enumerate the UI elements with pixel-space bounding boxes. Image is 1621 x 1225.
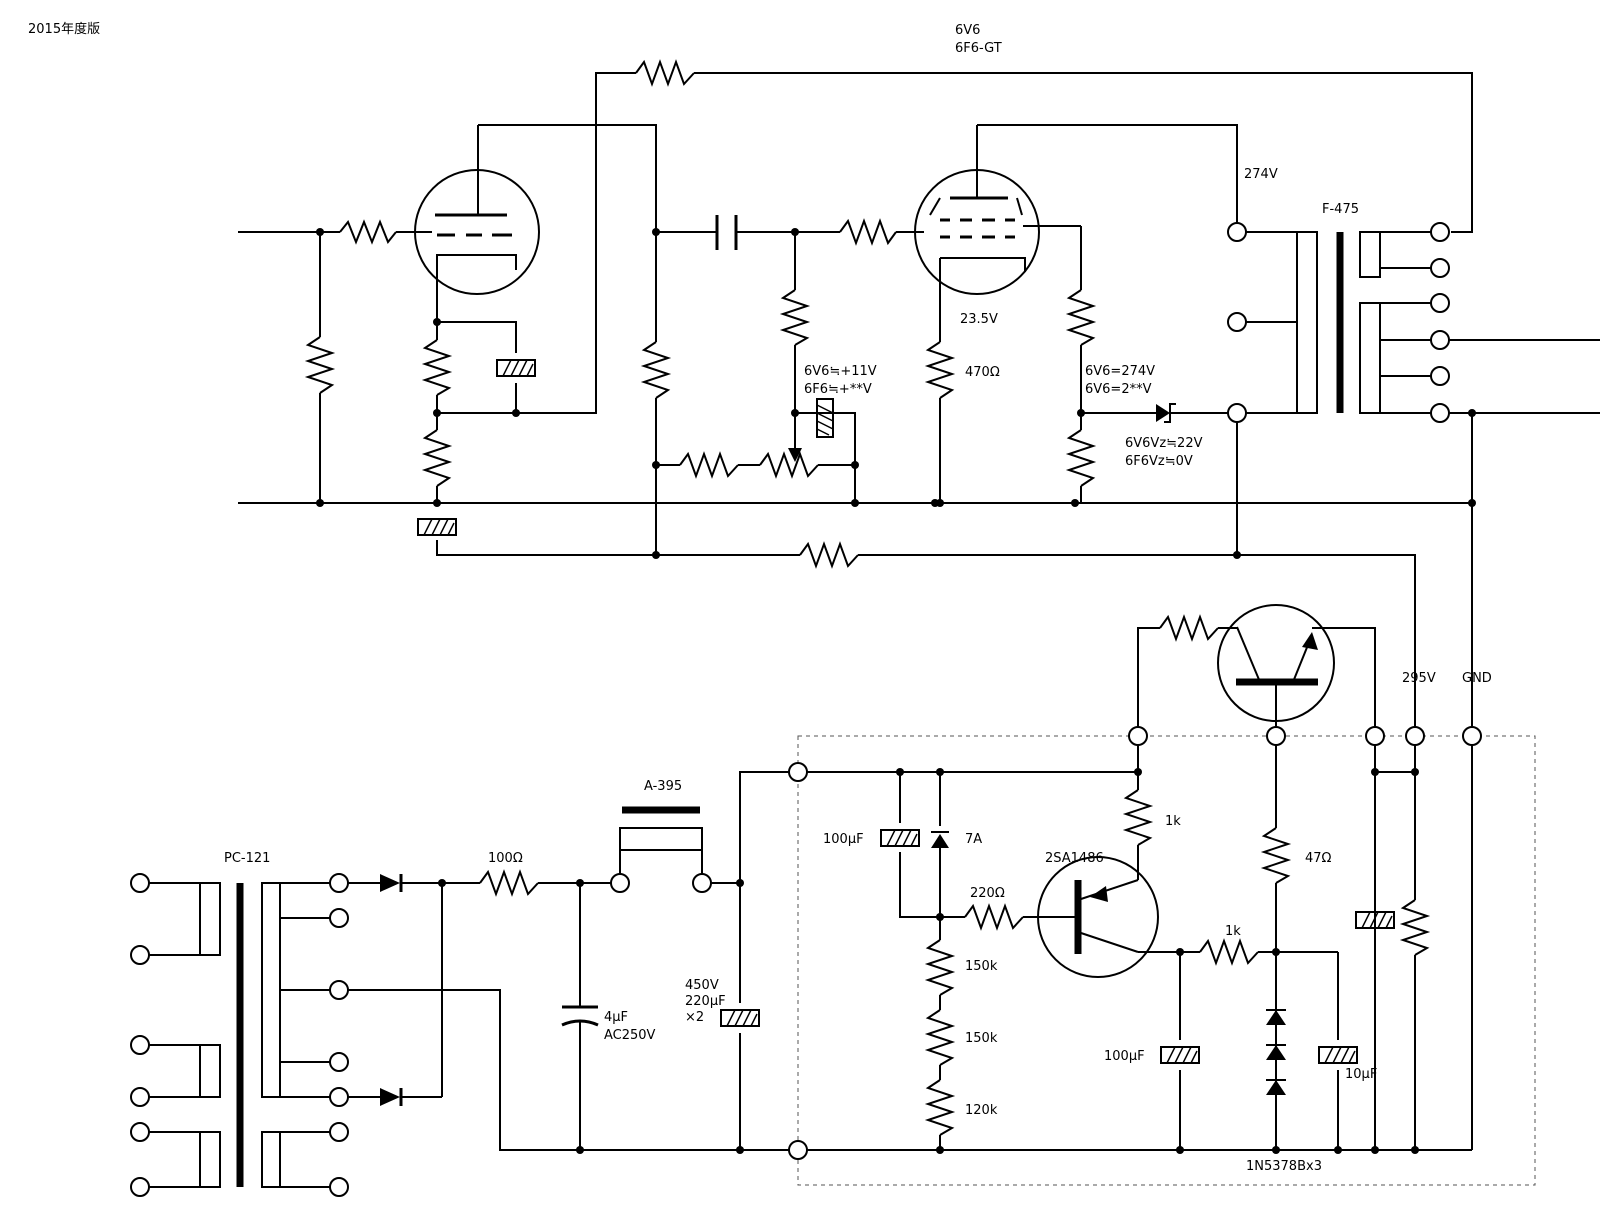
opt-label: F-475 — [1322, 202, 1359, 217]
pass-transistor — [1217, 604, 1335, 727]
screen-voltage-label-2: 6V6=2**V — [1085, 382, 1152, 397]
edition-label: 2015年度版 — [28, 21, 100, 37]
resistor-1k-a — [1122, 789, 1154, 846]
main-cap-capacitance-label: 220μF — [685, 994, 726, 1009]
zener-voltage-label-1: 6V6Vz≒22V — [1125, 436, 1203, 451]
choke-label: A-395 — [644, 779, 682, 794]
decoupling-resistor — [799, 541, 859, 569]
cap-100uf-a — [880, 829, 920, 847]
resistor-47 — [1260, 827, 1292, 884]
cathode-resistor-label: 470Ω — [965, 365, 1000, 380]
main-filter-cap — [720, 1009, 760, 1027]
power-supply-section — [130, 771, 789, 1197]
resistor-220 — [964, 903, 1024, 931]
cap-100u-b-label: 100μF — [1104, 1049, 1145, 1064]
zener-part-label: 1N5378Bx3 — [1246, 1159, 1322, 1174]
cap-100uf-b — [1160, 1046, 1200, 1064]
transistor-2sa1486 — [1037, 856, 1159, 978]
r100-label: 100Ω — [488, 851, 523, 866]
tube-1 — [414, 125, 540, 322]
diode-7a-label: 7A — [965, 832, 982, 847]
zener-voltage-label-2: 6F6Vz≒0V — [1125, 454, 1193, 469]
r120k-label: 120k — [965, 1103, 998, 1118]
regulator-section — [788, 604, 1536, 1186]
tube-2 — [914, 125, 1081, 342]
grid-resistor-1 — [339, 219, 397, 245]
resistor-1k-b — [1199, 938, 1259, 966]
power-transformer-label: PC-121 — [224, 851, 270, 866]
screen-lower-resistor — [1065, 429, 1097, 487]
r47-label: 47Ω — [1305, 851, 1332, 866]
feedback-resistor — [635, 59, 695, 87]
screen-resistor — [1065, 289, 1097, 346]
bias-resistor — [679, 451, 739, 479]
output-transformer — [1227, 222, 1450, 423]
r1k-a-label: 1k — [1165, 814, 1181, 829]
main-cap-count-label: ×2 — [685, 1010, 704, 1025]
grid-divider-resistor — [779, 289, 811, 346]
cathode-resistor-2 — [421, 429, 453, 487]
cap-10u-label: 10μF — [1345, 1067, 1377, 1082]
cathode-resistor-1 — [421, 339, 453, 396]
cap-100u-a-label: 100μF — [823, 832, 864, 847]
r220-label: 220Ω — [970, 886, 1005, 901]
r150k-b-label: 150k — [965, 1031, 998, 1046]
cap-4u-voltage-label: AC250V — [604, 1028, 656, 1043]
grid-bypass-cap — [816, 398, 834, 438]
bias-pot — [759, 451, 819, 479]
plate-voltage-label: 274V — [1244, 167, 1278, 182]
resistor-100-ohm — [479, 869, 539, 897]
screen-voltage-label-1: 6V6=274V — [1085, 364, 1155, 379]
cap-4u-label: 4μF — [604, 1010, 628, 1025]
cathode-resistor-470 — [924, 341, 956, 399]
tube-type-label-1: 6V6 — [955, 23, 980, 38]
gnd-label: GND — [1462, 671, 1492, 686]
r150k-a-label: 150k — [965, 959, 998, 974]
plate-load-resistor — [640, 341, 672, 399]
transistor-label: 2SA1486 — [1045, 851, 1104, 866]
grid-bias-label-2: 6F6≒+**V — [804, 382, 872, 397]
base-resistor-top — [1159, 614, 1219, 642]
r1k-b-label: 1k — [1225, 924, 1241, 939]
main-cap-voltage-label: 450V — [685, 978, 719, 993]
bleeder-resistor — [1399, 899, 1431, 956]
grid-bias-label-1: 6V6≒+11V — [804, 364, 877, 379]
amplifier-section — [238, 59, 1600, 700]
grid-resistor-2 — [839, 218, 897, 246]
cap-10uf — [1318, 1046, 1358, 1064]
grid-leak-resistor — [304, 336, 336, 394]
cathode-voltage-label: 23.5V — [960, 312, 998, 327]
tube-type-label-2: 6F6-GT — [955, 41, 1002, 56]
b-plus-label: 295V — [1402, 671, 1436, 686]
